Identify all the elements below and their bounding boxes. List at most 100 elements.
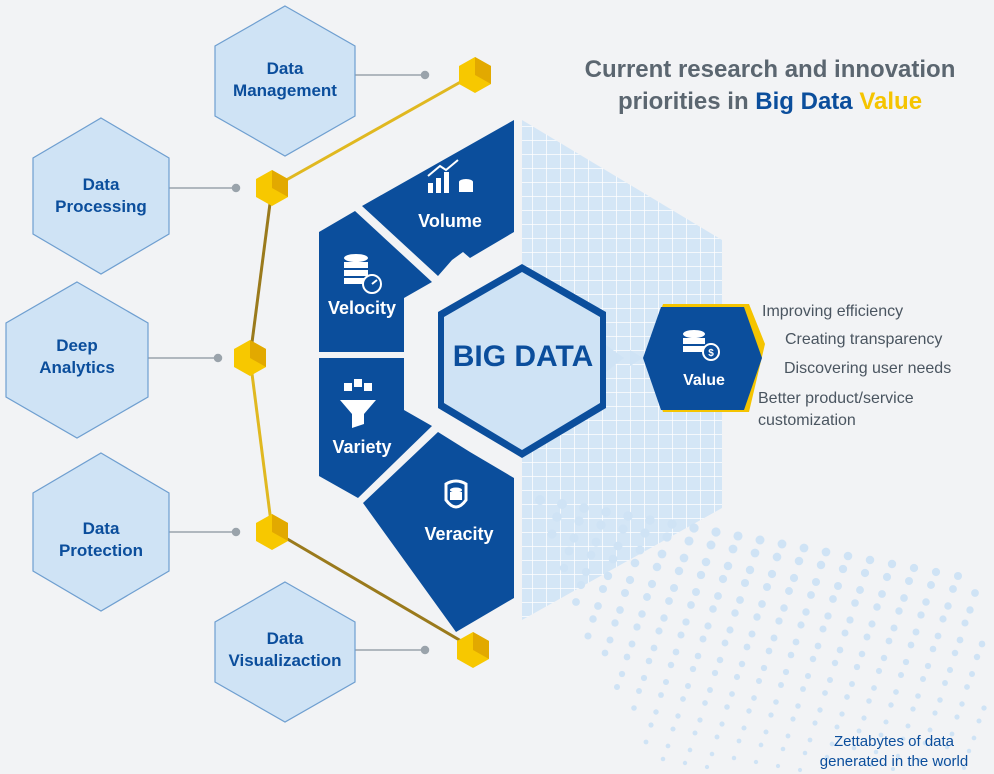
dot [917,757,923,763]
dot [687,747,693,753]
dot [790,716,796,722]
dot [846,758,852,764]
center-hex-pointer [606,345,624,372]
dot [905,723,911,729]
dot [797,621,805,629]
dot [652,562,662,572]
dot [679,553,689,563]
dot [704,622,712,630]
dot [878,590,886,598]
dot [667,661,675,669]
dot [939,615,947,623]
dot [692,730,698,736]
dot [912,628,920,636]
dot [824,754,830,760]
dot [902,658,910,666]
benefit-discovering-user-needs: Discovering user needs [784,360,952,377]
dot [817,707,823,713]
dot [773,699,779,705]
dot [696,570,706,580]
dot [765,647,773,655]
dot [939,761,945,767]
dot [973,653,981,661]
benefit-better-product: Better product/service [758,390,914,407]
dot [915,693,921,699]
dot [887,559,897,569]
dot [819,625,827,633]
dot [623,653,631,661]
hex-data-processing [32,117,170,275]
dot [670,726,676,732]
dot [701,557,711,567]
dot [613,541,623,551]
dot [814,642,822,650]
dot [648,722,654,728]
hex-data-management [214,5,356,157]
dot [689,665,697,673]
dot [552,512,562,522]
dot [743,643,751,651]
dot [937,697,943,703]
benefit-customization: customization [758,412,856,429]
dot [753,613,761,621]
dot [621,589,629,597]
dot [866,698,872,704]
dot [633,623,641,631]
dot [800,686,806,692]
grid-half-hexagon [522,120,722,620]
dot [949,731,955,737]
dot [709,605,717,613]
dot [768,712,774,718]
dot [723,561,733,571]
dot [895,753,901,759]
dot [762,582,772,592]
dot [849,681,855,687]
dot [807,737,813,743]
dot [569,533,579,543]
dot [885,637,893,645]
dot [645,515,655,525]
dot [608,554,618,564]
dot [594,602,602,610]
dot [843,551,853,561]
dot [667,519,677,529]
dot [748,630,756,638]
dot [971,589,979,597]
segment-volume [362,120,514,276]
dot [954,714,960,720]
dot [785,587,793,595]
svg-text:$: $ [708,348,714,359]
dot [780,746,786,752]
shield-database-icon [444,479,468,509]
dot [740,578,750,588]
dot [714,734,720,740]
dot [692,588,700,596]
dot [702,700,708,706]
label-velocity: Velocity [327,298,397,318]
dot [675,713,681,719]
label-veracity: Veracity [424,524,494,544]
dot [631,705,637,711]
dot [719,721,725,727]
dot [856,728,862,734]
dot [844,694,850,700]
dot [738,660,746,668]
dot [880,654,888,662]
dot [728,544,738,554]
dot [797,767,803,773]
dot [878,732,884,738]
dot [868,762,874,768]
dot [643,593,651,601]
dot [699,635,707,643]
dot [647,579,657,589]
dot [760,664,768,672]
dot [662,532,672,542]
dot [900,594,908,602]
dot [961,619,969,627]
dot [736,738,742,744]
dot [785,733,791,739]
dot [616,606,624,614]
dot [824,612,832,620]
